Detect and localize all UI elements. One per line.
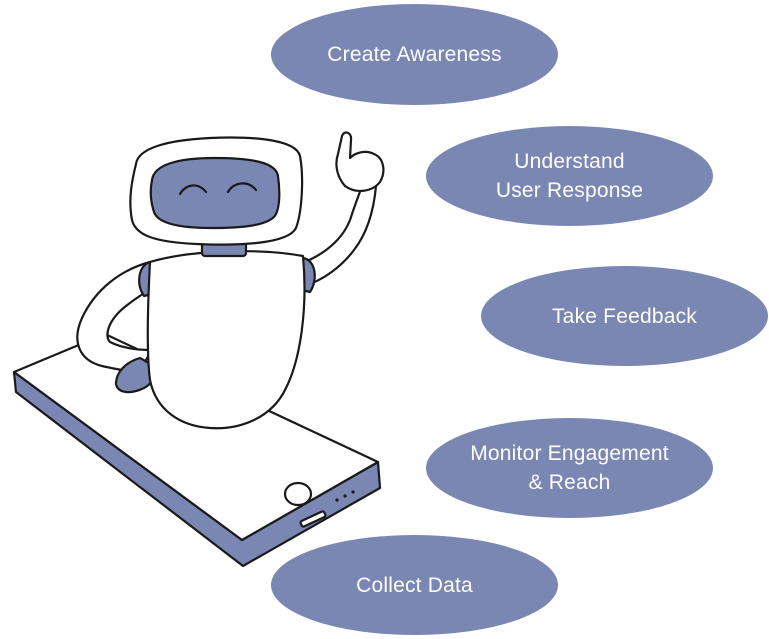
phone-port	[299, 510, 327, 528]
bubble-monitor-engagement-reach: Monitor Engagement & Reach	[426, 418, 713, 518]
robot-torso	[146, 250, 306, 430]
phone-illustration	[12, 332, 382, 568]
robot-left-eye	[178, 184, 208, 196]
robot-right-arm	[302, 131, 385, 288]
bubble-collect-data: Collect Data	[271, 535, 558, 635]
phone-home-button	[283, 481, 313, 507]
robot-right-eye	[226, 182, 258, 194]
bubble-take-feedback: Take Feedback	[481, 266, 768, 366]
robot-pointing-hand	[335, 131, 385, 192]
bubble-understand-user-response: Understand User Response	[426, 126, 713, 226]
bubble-create-awareness: Create Awareness	[271, 4, 558, 105]
robot-visor	[149, 156, 281, 230]
